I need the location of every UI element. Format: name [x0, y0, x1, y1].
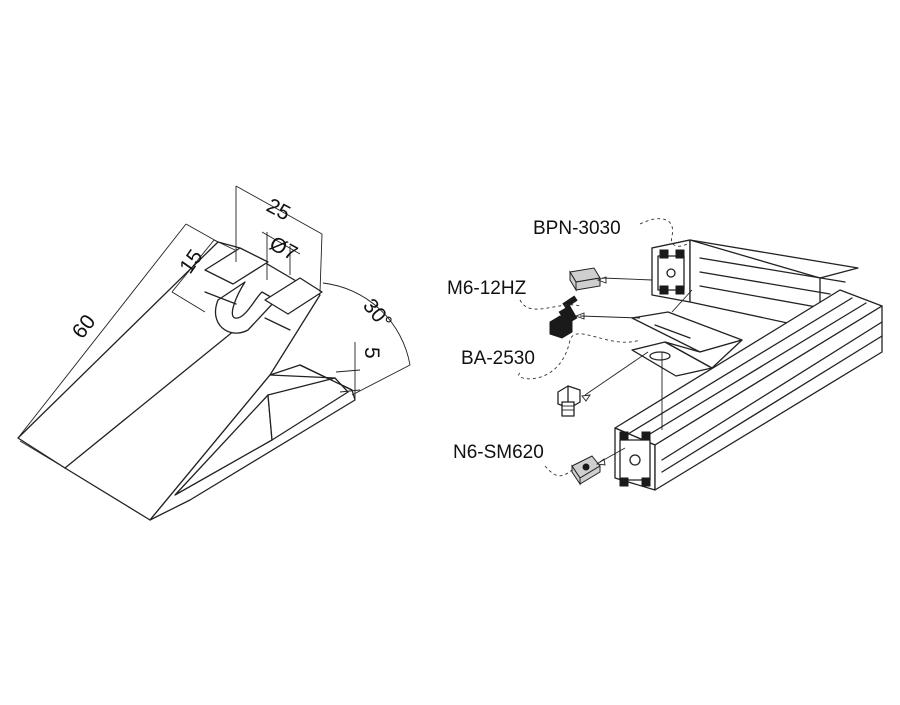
bracket-top-face: [17, 241, 321, 521]
tslot-nut-top: [569, 267, 601, 292]
assembly-bracket: [631, 311, 743, 377]
label-bolt: M6-12HZ: [447, 278, 527, 299]
label-nut: N6-SM620: [453, 442, 544, 463]
nut-n6: [571, 455, 601, 486]
dim-width: 25: [263, 194, 294, 225]
assembly-illustration: BPN-3030 M6-12HZ BA-2530 N6-SM620: [447, 218, 883, 491]
bracket-slot: [215, 281, 277, 334]
bolt-top: [549, 295, 578, 339]
label-profile: BPN-3030: [533, 218, 621, 239]
angle-bracket-drawing: 60 15 25 Ø7 30° 5: [17, 185, 411, 521]
bolt-lower: [557, 385, 581, 417]
upper-profile: [651, 239, 859, 331]
dim-angle: 30°: [358, 294, 396, 333]
label-bracket: BA-2530: [461, 348, 535, 369]
dim-length: 60: [68, 311, 101, 344]
dim-thickness: 5: [360, 347, 383, 359]
lower-profile: [614, 289, 883, 491]
